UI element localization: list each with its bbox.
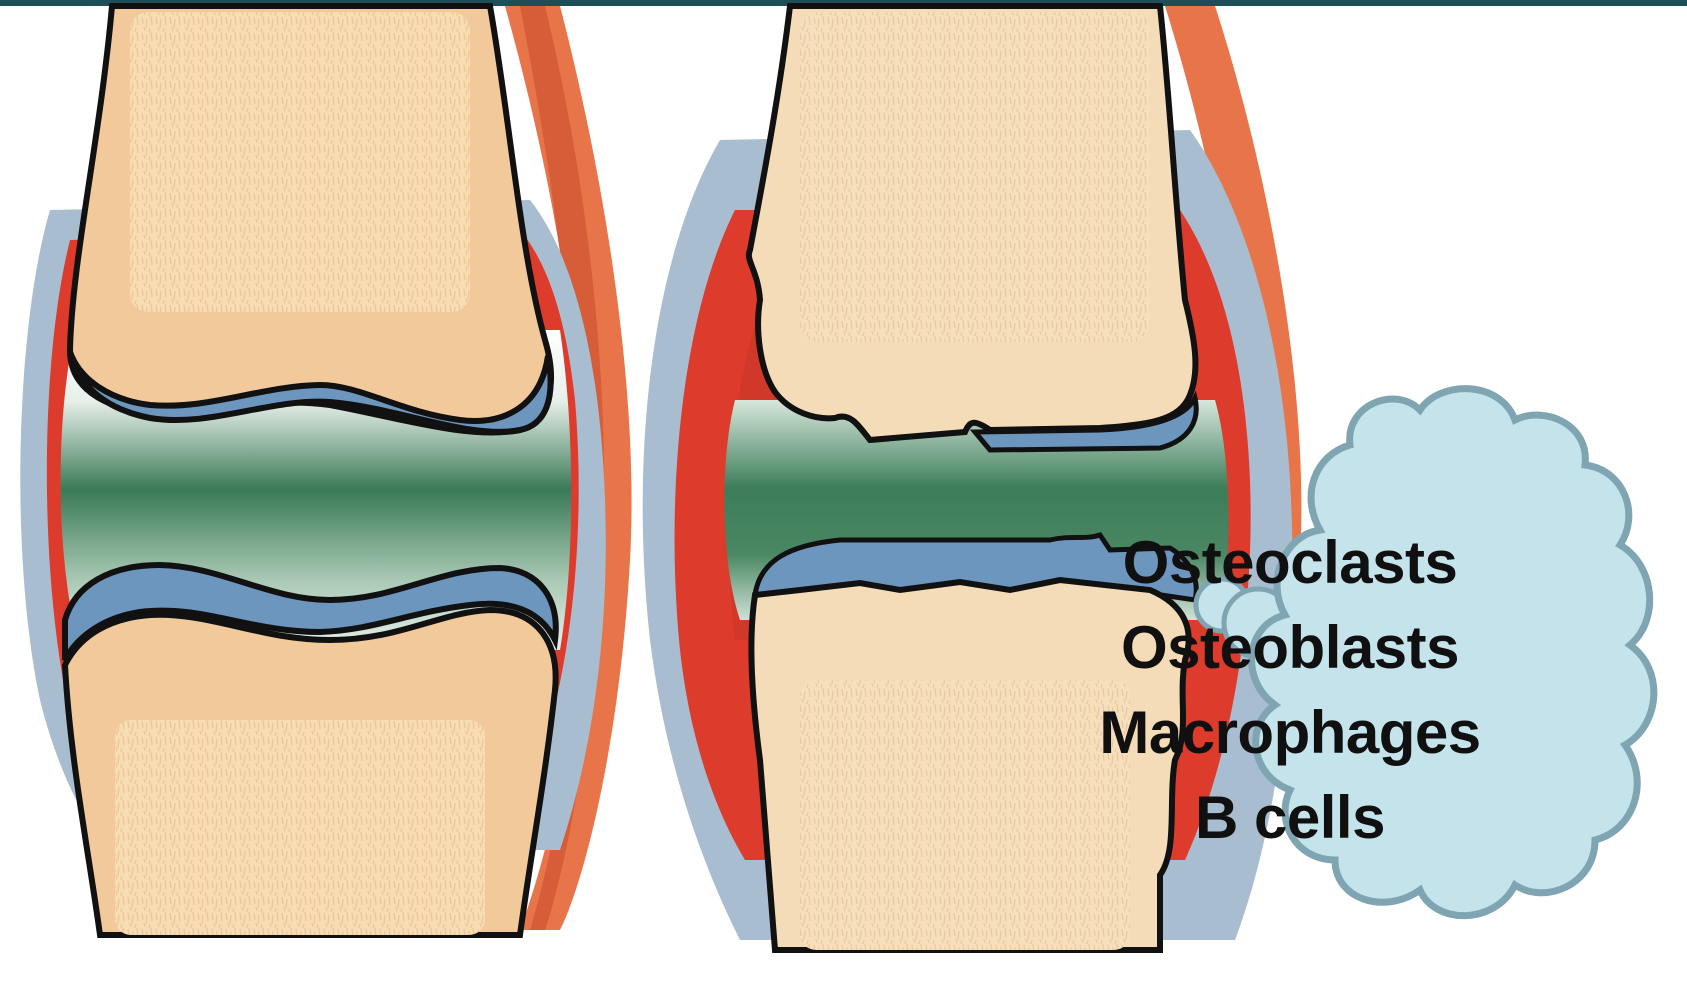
cloud-cell-list: Osteoclasts Osteoblasts Macrophages B ce… <box>1090 520 1490 860</box>
upper-bone-marrow-right <box>800 12 1150 342</box>
upper-bone-marrow <box>130 12 470 312</box>
cell-type-b-cells: B cells <box>1090 775 1490 860</box>
cell-type-macrophages: Macrophages <box>1090 690 1490 775</box>
cell-type-osteoblasts: Osteoblasts <box>1090 605 1490 690</box>
cell-type-osteoclasts: Osteoclasts <box>1090 520 1490 605</box>
lower-bone-marrow-right <box>800 680 1130 950</box>
lower-bone-marrow <box>115 720 485 935</box>
healthy-joint <box>20 6 631 935</box>
